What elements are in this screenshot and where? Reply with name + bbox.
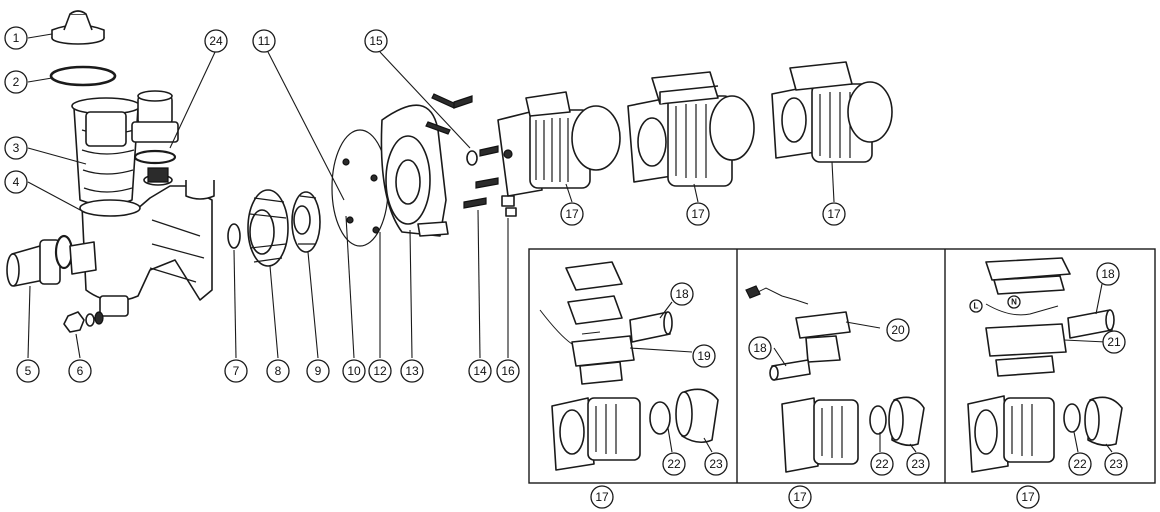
callout-2: 2 xyxy=(4,70,28,94)
svg-text:17: 17 xyxy=(827,207,841,221)
svg-text:N: N xyxy=(1011,298,1017,307)
discharge-union xyxy=(131,90,179,165)
callout-23-variant-2: 23 xyxy=(906,452,930,476)
svg-text:22: 22 xyxy=(1073,457,1087,471)
svg-text:17: 17 xyxy=(691,207,705,221)
callout-8: 8 xyxy=(266,359,290,383)
callout-20-variant-2: 20 xyxy=(886,318,910,342)
svg-text:15: 15 xyxy=(369,34,383,48)
callout-17-variant-3: 17 xyxy=(1016,485,1040,509)
callout-19-variant-1: 19 xyxy=(692,344,716,368)
svg-text:7: 7 xyxy=(233,364,240,378)
svg-text:19: 19 xyxy=(697,349,711,363)
callout-6: 6 xyxy=(68,359,92,383)
svg-text:12: 12 xyxy=(373,364,387,378)
svg-text:22: 22 xyxy=(875,457,889,471)
svg-text:8: 8 xyxy=(275,364,282,378)
svg-text:23: 23 xyxy=(709,457,723,471)
callout-17-variant-2: 17 xyxy=(788,485,812,509)
callout-11: 11 xyxy=(252,29,276,53)
callout-18-variant-3: 18 xyxy=(1096,262,1120,286)
callout-21-variant-3: 21 xyxy=(1102,330,1126,354)
pump-housing-assembly xyxy=(6,10,215,333)
callout-18-variant-2: 18 xyxy=(748,336,772,360)
impeller-group xyxy=(227,93,517,267)
svg-text:17: 17 xyxy=(1021,490,1035,504)
svg-text:10: 10 xyxy=(347,364,361,378)
svg-text:3: 3 xyxy=(13,141,20,155)
svg-text:22: 22 xyxy=(667,457,681,471)
svg-text:11: 11 xyxy=(258,34,271,48)
callout-17-motor-3: 17 xyxy=(822,202,846,226)
variant-2-drawing xyxy=(745,285,925,473)
callout-5: 5 xyxy=(16,359,40,383)
drain-plugs xyxy=(63,311,104,333)
svg-text:L: L xyxy=(974,302,979,311)
callout-12: 12 xyxy=(368,359,392,383)
seal-plate xyxy=(380,104,449,237)
callout-14: 14 xyxy=(468,359,492,383)
svg-text:16: 16 xyxy=(501,364,515,378)
strainer-lid xyxy=(51,10,105,45)
svg-text:17: 17 xyxy=(793,490,807,504)
callout-17-variant-1: 17 xyxy=(590,485,614,509)
svg-text:1: 1 xyxy=(13,31,20,45)
svg-text:21: 21 xyxy=(1107,335,1121,349)
motor-option-3 xyxy=(771,61,893,163)
callout-4: 4 xyxy=(4,170,28,194)
svg-text:13: 13 xyxy=(405,364,419,378)
callout-23-variant-3: 23 xyxy=(1104,452,1128,476)
callout-17-motor-2: 17 xyxy=(686,202,710,226)
callout-22-variant-1: 22 xyxy=(662,452,686,476)
seal-plate-gasket xyxy=(331,129,389,247)
callout-3: 3 xyxy=(4,136,28,160)
motor-option-1 xyxy=(497,91,621,197)
svg-text:18: 18 xyxy=(753,341,767,355)
callout-13: 13 xyxy=(400,359,424,383)
svg-text:18: 18 xyxy=(1101,267,1115,281)
callout-17-motor-1: 17 xyxy=(560,202,584,226)
svg-text:18: 18 xyxy=(675,287,689,301)
pump-body xyxy=(79,167,215,317)
callout-22-variant-2: 22 xyxy=(870,452,894,476)
svg-text:17: 17 xyxy=(565,207,579,221)
svg-text:14: 14 xyxy=(473,364,487,378)
svg-text:23: 23 xyxy=(911,457,925,471)
impeller xyxy=(291,191,321,253)
svg-text:5: 5 xyxy=(25,364,32,378)
mounting-bolts xyxy=(425,93,517,217)
motor-option-2 xyxy=(627,71,755,187)
svg-text:2: 2 xyxy=(13,75,20,89)
callout-18-variant-1: 18 xyxy=(670,282,694,306)
callouts: 1 2 3 4 5 6 7 8 9 10 11 12 13 14 15 16 1… xyxy=(4,26,1128,509)
svg-text:20: 20 xyxy=(891,323,905,337)
variant-3-drawing xyxy=(967,257,1123,473)
inlet-union xyxy=(6,234,97,287)
terminal-n-mark: N xyxy=(1007,295,1021,309)
strainer-basket xyxy=(71,97,141,206)
motor-variants-panel xyxy=(528,248,1156,484)
callout-10: 10 xyxy=(342,359,366,383)
lid-o-ring xyxy=(49,65,117,87)
leader-lines xyxy=(27,33,1113,453)
svg-text:17: 17 xyxy=(595,490,609,504)
impeller-diffuser xyxy=(247,189,289,267)
callout-15: 15 xyxy=(364,29,388,53)
svg-text:9: 9 xyxy=(315,364,322,378)
callout-23-variant-1: 23 xyxy=(704,452,728,476)
callout-9: 9 xyxy=(306,359,330,383)
callout-16: 16 xyxy=(496,359,520,383)
svg-text:4: 4 xyxy=(13,175,20,189)
svg-text:24: 24 xyxy=(209,34,223,48)
callout-1: 1 xyxy=(4,26,28,50)
callout-24: 24 xyxy=(204,29,228,53)
variant-1-drawing xyxy=(539,261,719,471)
terminal-l-mark: L xyxy=(969,299,983,313)
callout-22-variant-3: 22 xyxy=(1068,452,1092,476)
svg-text:23: 23 xyxy=(1109,457,1123,471)
diffuser-o-ring xyxy=(227,223,241,249)
svg-text:6: 6 xyxy=(77,364,84,378)
callout-7: 7 xyxy=(224,359,248,383)
